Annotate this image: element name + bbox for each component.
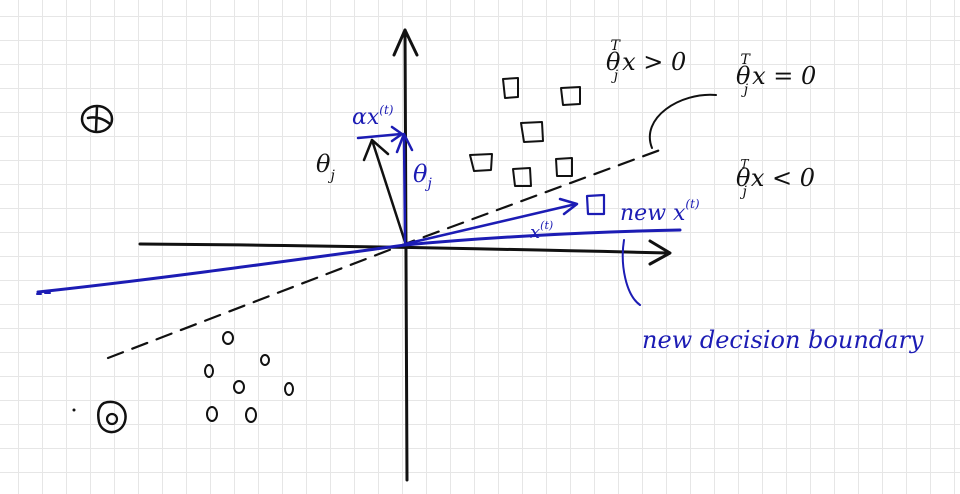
x-t-label: x(t)	[530, 219, 553, 243]
circled-symbol-top-left	[80, 104, 114, 134]
new-decision-boundary	[36, 228, 682, 294]
theta-j-label: θj	[316, 150, 335, 184]
coordinate-axes	[138, 28, 672, 482]
circle-point	[233, 380, 245, 394]
stray-dot	[72, 408, 76, 412]
square-point	[555, 157, 573, 177]
circled-point-bottom-left	[96, 400, 127, 434]
boundary-pointer-line	[648, 93, 717, 149]
theta-j-arrowhead	[362, 138, 390, 162]
new-decision-boundary-label: new decision boundary	[642, 326, 924, 354]
square-point	[469, 153, 493, 172]
new-boundary-pointer-line	[621, 239, 641, 306]
alpha-x-label: αx(t)	[352, 103, 394, 130]
x-t-arrowhead	[558, 197, 579, 216]
theta-j-new-label: θj	[413, 160, 432, 192]
negative-examples	[204, 331, 294, 423]
x-t-vector	[403, 202, 578, 246]
positive-examples	[469, 77, 581, 187]
square-point	[512, 167, 532, 187]
theta-j-new-vector	[402, 132, 407, 244]
new-x-square	[585, 193, 606, 216]
circle-point	[284, 382, 294, 396]
circle-point	[260, 354, 270, 366]
theta-j-vector	[370, 138, 407, 244]
theta-j-new-arrowhead	[395, 132, 414, 154]
alpha-x-vector	[356, 132, 403, 140]
y-axis	[403, 28, 409, 482]
square-point	[560, 86, 581, 106]
circle-point	[245, 407, 257, 423]
old-decision-boundary	[106, 148, 662, 360]
circle-point	[206, 406, 218, 422]
stray-marks	[36, 292, 51, 295]
new-x-label: new x(t)	[620, 197, 700, 226]
circle-point	[222, 331, 234, 345]
circle-point	[204, 364, 214, 378]
alpha-x-arrowhead	[390, 125, 404, 143]
y-axis-arrowhead	[392, 28, 419, 57]
square-point	[502, 77, 519, 99]
x-axis-arrowhead	[648, 239, 672, 266]
x-axis	[138, 242, 670, 255]
square-point	[520, 121, 544, 143]
